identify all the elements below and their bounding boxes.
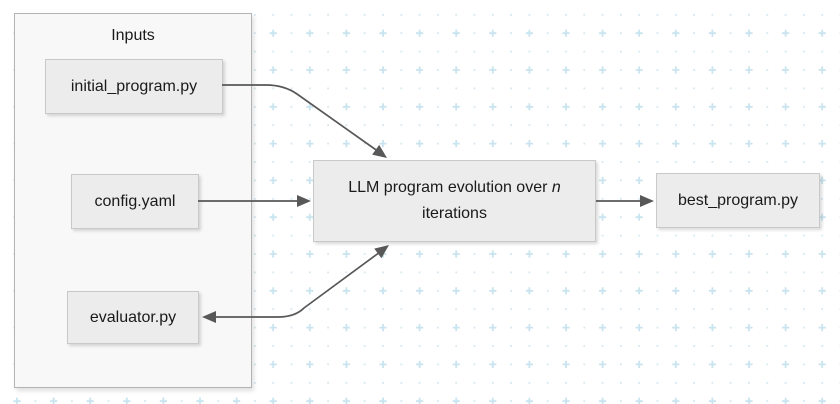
node-initial-program: initial_program.py	[45, 59, 223, 114]
process-label-prefix: LLM program evolution over	[348, 179, 552, 196]
arrowhead-into-process-bottom	[374, 245, 389, 259]
node-initial-program-label: initial_program.py	[70, 77, 198, 95]
process-label-n-variable: n	[551, 179, 561, 196]
node-evaluator-label: evaluator.py	[89, 308, 177, 326]
node-llm-evolution-label: LLM program evolution over n iterations	[334, 175, 575, 227]
inputs-group: Inputs initial_program.py config.yaml ev…	[14, 13, 252, 388]
process-label-suffix: iterations	[422, 205, 487, 222]
node-best-program-label: best_program.py	[677, 191, 799, 209]
arrowhead-into-process-left	[297, 195, 311, 207]
arrowhead-into-output	[640, 195, 654, 207]
node-config-yaml-label: config.yaml	[94, 192, 176, 210]
inputs-group-label: Inputs	[111, 27, 155, 44]
node-config-yaml: config.yaml	[71, 174, 199, 229]
node-evaluator: evaluator.py	[67, 291, 199, 344]
node-llm-evolution: LLM program evolution over n iterations	[313, 160, 596, 242]
node-best-program: best_program.py	[656, 173, 820, 228]
